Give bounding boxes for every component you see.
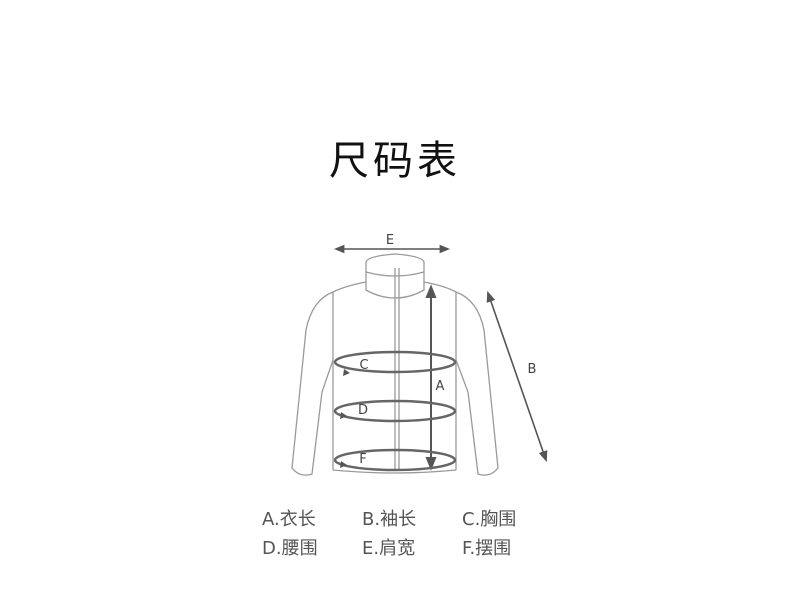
label-d: D <box>358 403 368 418</box>
legend-item-f: F.摆围 <box>462 537 512 559</box>
measurement-legend: A.衣长 B.袖长 C.胸围 D.腰围 E.肩宽 F.摆围 <box>262 503 582 561</box>
dimension-d-ellipse <box>333 399 457 423</box>
legend-item-d: D.腰围 <box>262 537 318 559</box>
dimension-f-ellipse <box>333 448 457 472</box>
legend-item-c: C.胸围 <box>462 508 517 530</box>
label-a: A <box>436 379 445 394</box>
legend-item-a: A.衣长 <box>262 508 316 530</box>
legend-row: A.衣长 B.袖长 C.胸围 <box>262 503 582 532</box>
label-c: C <box>359 358 368 373</box>
dimension-b-arrow <box>486 290 548 463</box>
dimension-d-arrowhead <box>340 412 347 419</box>
dimension-f-arrowhead <box>340 461 347 468</box>
label-f: F <box>359 452 366 467</box>
label-b: B <box>528 362 537 377</box>
page-title: 尺码表 <box>329 138 461 184</box>
label-e: E <box>386 233 394 248</box>
legend-row: D.腰围 E.肩宽 F.摆围 <box>262 532 582 561</box>
legend-item-b: B.袖长 <box>362 508 417 530</box>
dimension-c-arrowhead <box>343 369 350 376</box>
legend-item-e: E.肩宽 <box>362 537 416 559</box>
dimension-c-ellipse <box>333 350 457 374</box>
jacket-outline <box>291 253 499 476</box>
